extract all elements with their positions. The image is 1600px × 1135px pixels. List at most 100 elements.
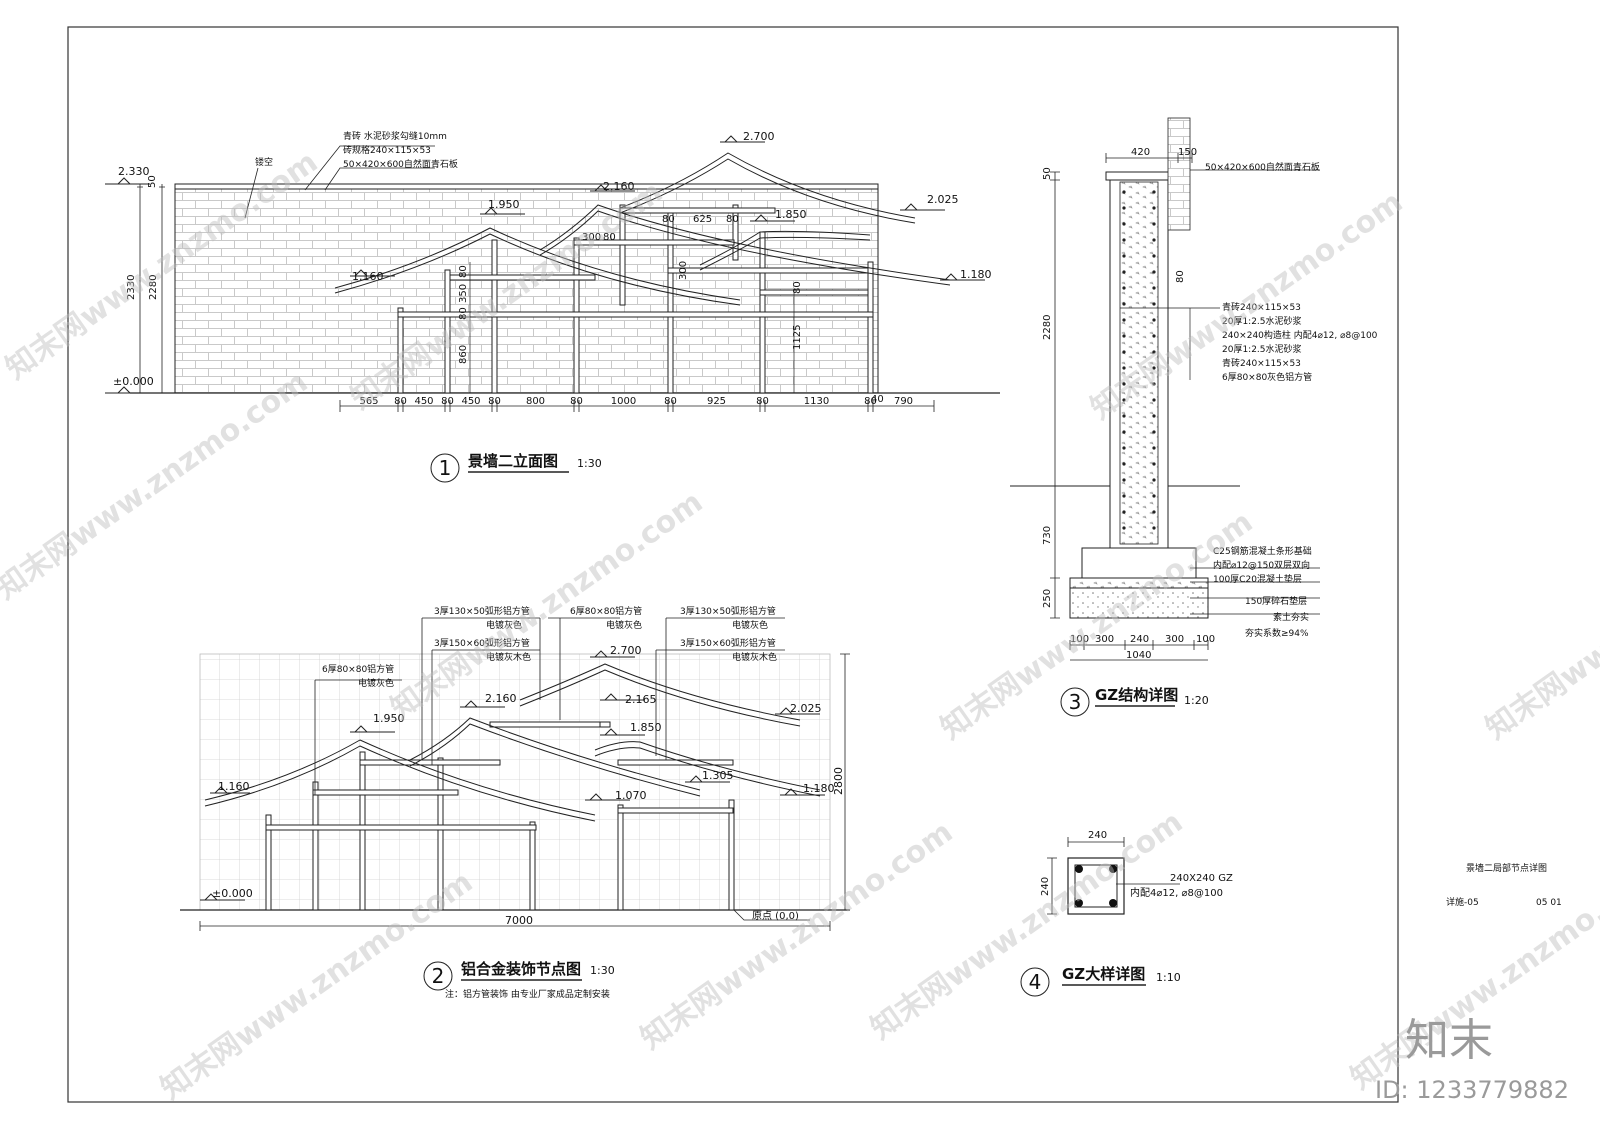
- hollow-label: 镂空: [255, 156, 273, 168]
- dim-2800: 2800: [832, 767, 845, 795]
- d3-number: 3: [1069, 690, 1082, 714]
- leader-label-1: 青砖 水泥砂浆勾缝10mm: [343, 130, 447, 142]
- rebars: [1075, 865, 1117, 907]
- d4-number: 4: [1029, 970, 1042, 994]
- dim-i5: 300: [678, 261, 689, 280]
- origin-label: 原点 (0,0): [752, 910, 799, 922]
- d4-scale: 1:10: [1156, 971, 1181, 984]
- rebar-dot: [1122, 222, 1126, 226]
- dim-7000: 7000: [505, 914, 533, 927]
- elev-f: 1.850: [775, 208, 807, 221]
- d3-number-circle: [1060, 687, 1090, 717]
- rebar-dot: [1152, 206, 1156, 210]
- d3-scale: 1:20: [1184, 694, 1209, 707]
- elev2-a: 1.160: [218, 780, 250, 793]
- rebar-dot: [1122, 510, 1126, 514]
- leader-line: [304, 145, 435, 191]
- bottom-dim-label: 80: [488, 396, 501, 407]
- d3-vdim-50: 50: [1042, 167, 1053, 180]
- rebar-dot: [1122, 190, 1126, 194]
- id-label: ID: 1233779882: [1375, 1076, 1569, 1104]
- d2-number: 2: [432, 964, 445, 988]
- rebar-dot: [1122, 270, 1126, 274]
- d3-top-dim-0: 420: [1131, 147, 1150, 158]
- aluminium-curves: [204, 663, 821, 822]
- d1-number: 1: [439, 456, 452, 480]
- rebar-dot: [1152, 334, 1156, 338]
- rebar-dot: [1122, 414, 1126, 418]
- elev-g: 1.180: [960, 268, 992, 281]
- dim-i6: 80: [458, 265, 469, 278]
- d4-label-1: 240X240 GZ: [1170, 873, 1233, 884]
- elev2-d: 2.700: [610, 644, 642, 657]
- leader-label-3: 50×420×600自然面青石板: [343, 158, 458, 170]
- d2-title: 铝合金装饰节点图: [461, 960, 581, 978]
- leaders-2: [314, 617, 785, 795]
- rebar-dot: [1152, 190, 1156, 194]
- elev-b: 1.950: [488, 198, 520, 211]
- rebar-dot: [1152, 446, 1156, 450]
- watermark-3: 知末网www.znzmo.com: [0, 365, 314, 607]
- d1-title: 景墙二立面图: [468, 452, 558, 470]
- elev2-e: 2.165: [625, 693, 657, 706]
- lbl2-7: 电镀灰色: [732, 619, 768, 631]
- vertical-dims: [137, 184, 165, 394]
- bottom-dim-label: 450: [414, 396, 433, 407]
- sheet-border: [67, 26, 1399, 1103]
- elev2-f: 2.025: [790, 702, 822, 715]
- drawing-gz-detail: 240 240 240X240 GZ 内配4⌀12, ⌀8@100 4 GZ大样…: [1020, 830, 1233, 997]
- alu-tube: [1167, 117, 1191, 231]
- leader-label-2: 砖规格240×115×53: [343, 144, 431, 156]
- d1-scale: 1:30: [577, 457, 602, 470]
- bottom-dim-label: 80: [756, 396, 769, 407]
- dim-40: 40: [871, 394, 884, 405]
- d3-layer-5: 6厚80×80灰色铝方管: [1222, 371, 1312, 383]
- d3-found-1: 内配⌀12@150双层双向: [1213, 559, 1310, 571]
- d3-total: 1040: [1126, 650, 1151, 661]
- dim-2280: 2280: [148, 275, 159, 300]
- bottom-dim-label: 790: [894, 396, 913, 407]
- rebar-dot: [1122, 318, 1126, 322]
- rebar-dot: [1152, 398, 1156, 402]
- drawing-aluminium: 1.160 1.950 2.160 2.700 2.165 2.025 1.85…: [180, 605, 850, 1000]
- dims-2: [199, 653, 850, 931]
- d4-number-circle: [1020, 967, 1050, 997]
- rebar-dot: [1152, 526, 1156, 530]
- elev2-ground: ±0.000: [212, 887, 253, 900]
- lbl2-5: 电镀灰色: [606, 619, 642, 631]
- d1-number-circle: [430, 453, 460, 483]
- lbl2-4: 6厚80×80铝方管: [570, 605, 642, 617]
- bottom-dim-label: 450: [461, 396, 480, 407]
- d2-note: 注：铝方管装饰 由专业厂家成品定制安装: [445, 988, 610, 1000]
- rebar-dot: [1122, 382, 1126, 386]
- roof-curves: [334, 152, 951, 306]
- d3-vdim-2280: 2280: [1042, 315, 1053, 340]
- stirrup: [1074, 864, 1118, 908]
- rebar-dot: [1152, 286, 1156, 290]
- d3-vdim-250: 250: [1042, 589, 1053, 608]
- lbl2-3: 电镀灰木色: [486, 651, 531, 663]
- rebar-dot: [1152, 366, 1156, 370]
- d3-layer-1: 20厚1:2.5水泥砂浆: [1222, 315, 1302, 327]
- aluminium-columns: [265, 721, 735, 911]
- rebar-dot: [1152, 494, 1156, 498]
- rebar-dot: [1152, 462, 1156, 466]
- d3-found-3: 150厚碎石垫层: [1245, 595, 1307, 607]
- rebar-dot: [1152, 478, 1156, 482]
- rebar-dot: [1152, 350, 1156, 354]
- bottom-dim-label: 565: [359, 396, 378, 407]
- rebar-dot: [1122, 366, 1126, 370]
- d3-vdim-730: 730: [1042, 526, 1053, 545]
- elev-e: 2.025: [927, 193, 959, 206]
- d4-dim: 240: [1088, 830, 1107, 841]
- rebar-dot: [1122, 398, 1126, 402]
- rebar-dot: [1122, 350, 1126, 354]
- elevation-markers: [105, 135, 985, 394]
- lbl2-11: 电镀灰色: [358, 677, 394, 689]
- dim-i3: 625: [693, 214, 712, 225]
- rebar-dot: [1122, 254, 1126, 258]
- dim-i10: 80: [792, 281, 803, 294]
- column-core: [1119, 181, 1159, 545]
